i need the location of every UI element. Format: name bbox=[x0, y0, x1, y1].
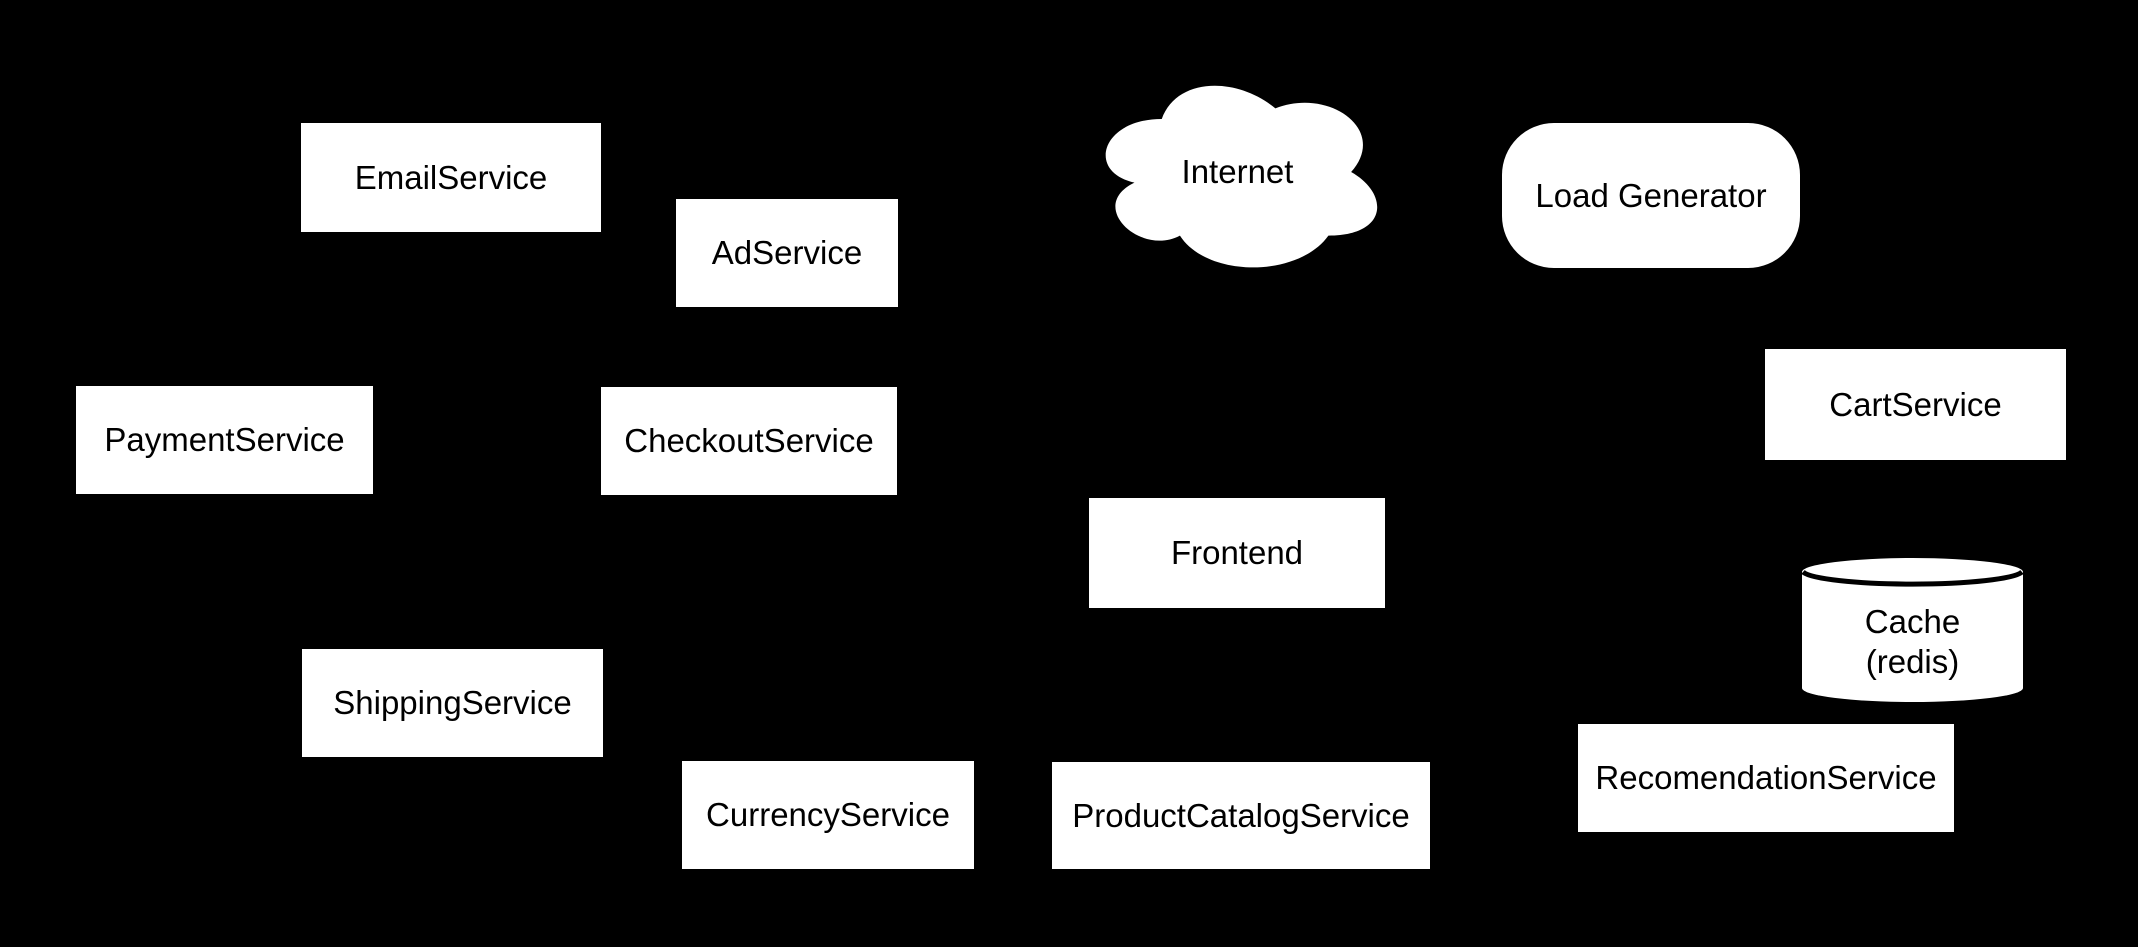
database-cylinder-icon bbox=[1802, 558, 2023, 702]
node-internet-label: Internet bbox=[1181, 153, 1294, 191]
node-shipping-service: ShippingService bbox=[302, 649, 603, 757]
node-recomendation-service-label: RecomendationService bbox=[1595, 759, 1937, 797]
cloud-icon bbox=[1105, 85, 1378, 268]
node-cache-label-line1: Cache bbox=[1864, 603, 1961, 640]
node-internet: Internet bbox=[1086, 66, 1389, 278]
node-load-generator: Load Generator bbox=[1502, 123, 1800, 268]
node-frontend-label: Frontend bbox=[1170, 534, 1304, 572]
node-frontend: Frontend bbox=[1089, 498, 1385, 608]
node-cache-label-line2: (redis) bbox=[1865, 643, 1960, 680]
node-product-catalog-service: ProductCatalogService bbox=[1052, 762, 1430, 869]
node-checkout-service-label: CheckoutService bbox=[624, 422, 874, 460]
node-cache-redis: Cache (redis) bbox=[1802, 558, 2023, 702]
node-currency-service: CurrencyService bbox=[682, 761, 974, 869]
node-payment-service: PaymentService bbox=[76, 386, 373, 494]
node-shipping-service-label: ShippingService bbox=[333, 684, 572, 722]
node-recomendation-service: RecomendationService bbox=[1578, 724, 1954, 832]
node-email-service: EmailService bbox=[301, 123, 601, 232]
node-load-generator-label: Load Generator bbox=[1535, 176, 1767, 214]
node-ad-service-label: AdService bbox=[711, 234, 863, 272]
node-email-service-label: EmailService bbox=[354, 158, 548, 196]
node-checkout-service: CheckoutService bbox=[601, 387, 897, 495]
node-cart-service-label: CartService bbox=[1829, 385, 2002, 423]
node-currency-service-label: CurrencyService bbox=[706, 796, 950, 834]
node-ad-service: AdService bbox=[676, 199, 898, 307]
node-cart-service: CartService bbox=[1765, 349, 2066, 460]
node-product-catalog-service-label: ProductCatalogService bbox=[1072, 796, 1410, 834]
node-payment-service-label: PaymentService bbox=[104, 421, 345, 459]
